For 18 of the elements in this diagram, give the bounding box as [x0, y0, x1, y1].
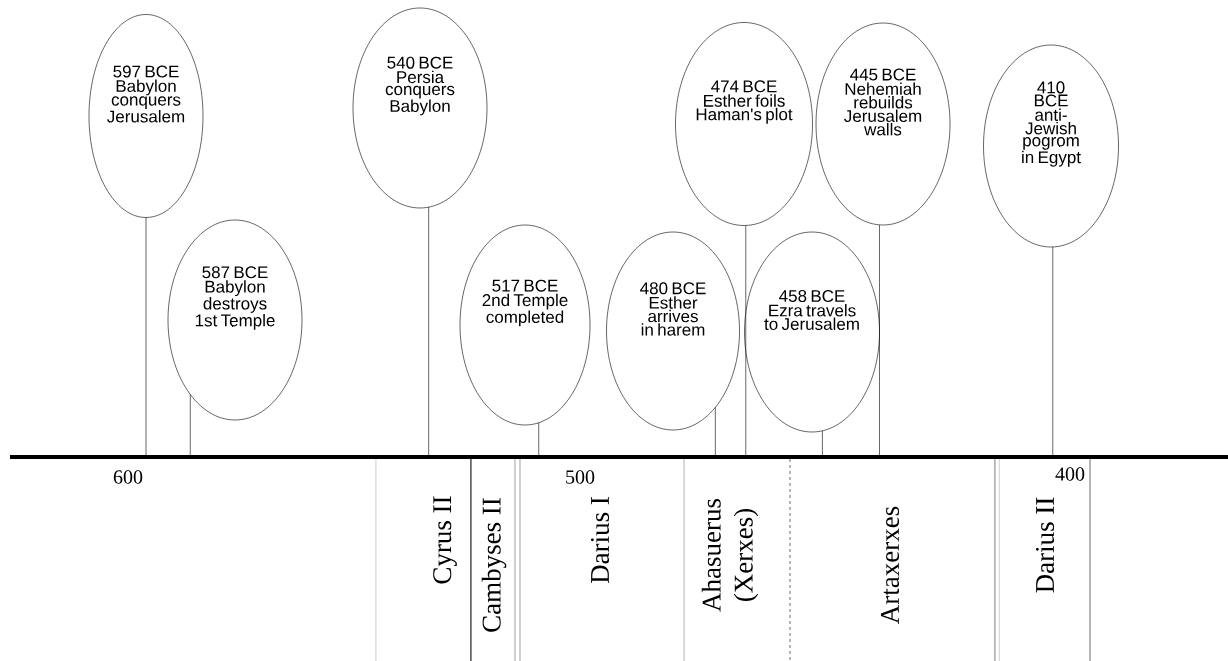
leader-line	[745, 225, 747, 456]
reign-label: Ahasuerus (Xerxes)	[701, 499, 759, 612]
tick-label: 600	[113, 470, 143, 484]
leader-line	[145, 217, 147, 456]
tick-label: 500	[566, 470, 595, 484]
leader-line	[879, 224, 880, 456]
reign-label: Cyrus II	[433, 496, 457, 584]
reign-label: Cambyses II	[481, 498, 507, 632]
reign-label: Artaxerxes	[880, 506, 900, 624]
leader-line	[538, 422, 540, 456]
leader-line	[715, 407, 716, 456]
leader-line	[1052, 246, 1054, 456]
leader-line	[189, 394, 191, 456]
tick-label: 400	[1055, 467, 1085, 481]
leader-line	[428, 206, 429, 456]
reign-label: Darius II	[1035, 497, 1055, 593]
leader-line	[822, 430, 823, 456]
reign-label: Darius I	[590, 497, 610, 584]
